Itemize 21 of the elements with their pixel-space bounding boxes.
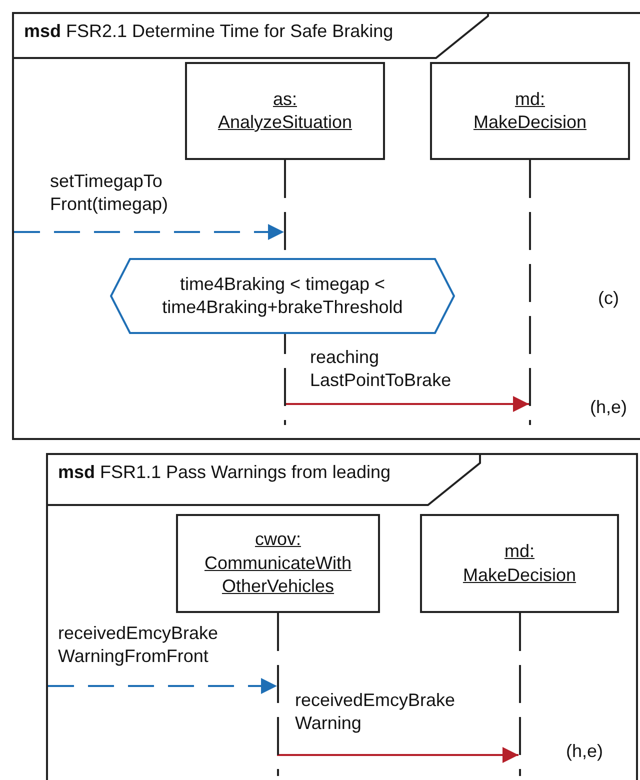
message-label: receivedEmcyBrake WarningFromFront [58,622,220,668]
diagram-frame [46,453,638,780]
condition-text: time4Braking < timegap < time4Braking+brakeThreshold [161,272,404,319]
lifeline-name: cwov: CommunicateWith OtherVehicles [203,528,353,598]
constraint-label: (h,e) [566,740,604,763]
message-arrow [14,224,284,240]
message-arrow [284,396,529,412]
lifeline-name: as: AnalyzeSituation [216,88,354,134]
message-label: reaching LastPointToBrake [310,346,452,392]
message-arrow [48,678,277,694]
message-arrow [277,747,518,763]
constraint-label: (h,e) [590,396,628,419]
condition-hexagon [110,258,455,334]
frame-title: msd FSR1.1 Pass Warnings from leading [58,462,390,483]
constraint-label: (c) [598,287,619,310]
message-label: setTimegapTo Front(timegap) [50,170,170,216]
frame-title: msd FSR2.1 Determine Time for Safe Braking [24,21,394,42]
message-label: receivedEmcyBrake Warning [295,689,456,736]
lifeline-name: md: MakeDecision [472,88,588,134]
lifeline-name: md: MakeDecision [462,540,578,586]
diagram-frame [12,12,640,440]
